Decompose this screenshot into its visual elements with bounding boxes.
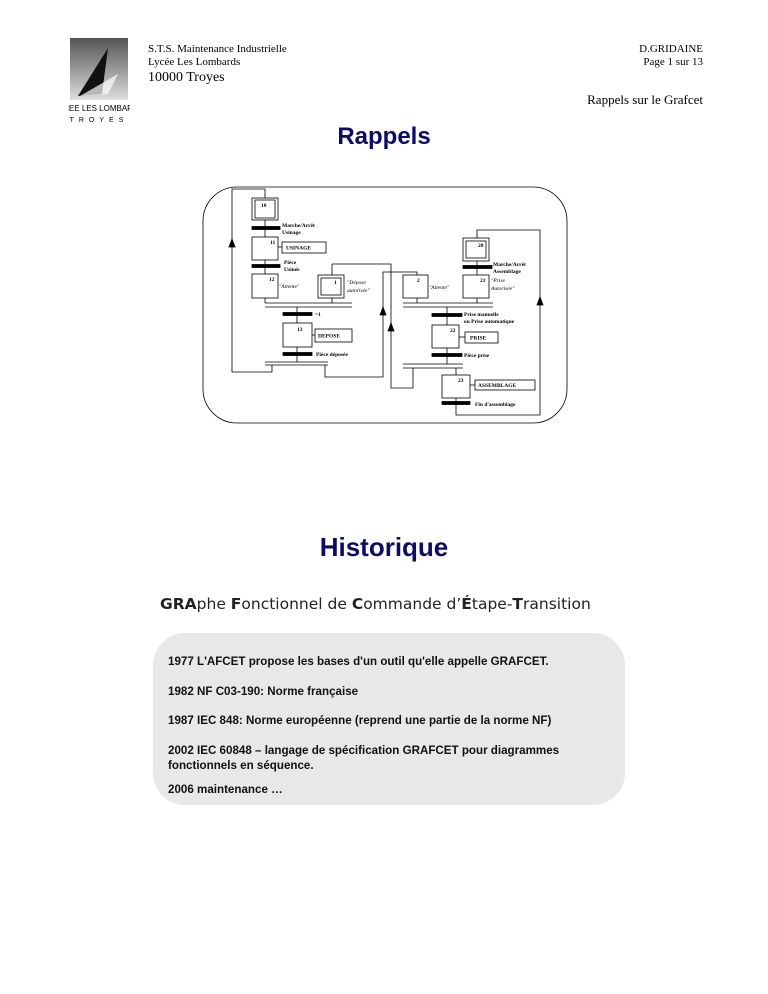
section-title-rappels: Rappels bbox=[337, 123, 431, 150]
link-line bbox=[324, 271, 418, 378]
page-number: Page 1 sur 13 bbox=[643, 56, 703, 68]
step-label: 10 bbox=[261, 203, 267, 209]
acronym-letter: F bbox=[230, 595, 242, 613]
school-line2: Lycée Les Lombards bbox=[148, 56, 241, 68]
step-10 bbox=[251, 197, 279, 221]
svg-text:LYCEE LES LOMBARDS: LYCEE LES LOMBARDS bbox=[68, 104, 130, 113]
acronym-part: ransition bbox=[523, 595, 591, 613]
transition-bar bbox=[251, 226, 281, 230]
history-item: 2006 maintenance … bbox=[168, 783, 283, 796]
receptivity: Pièce bbox=[284, 260, 297, 266]
step-label: 13 bbox=[297, 327, 303, 333]
acronym-letter: T bbox=[512, 595, 523, 613]
step-label: 22 bbox=[450, 328, 456, 334]
action-label: ASSEMBLAGE bbox=[478, 383, 517, 389]
grafcet-diagram: 10 11 12 1 13 2 20 21 22 23 USINAGE DEPO… bbox=[200, 185, 570, 425]
school-info: S.T.S. Maintenance Industrielle Lycée Le… bbox=[148, 43, 287, 86]
acronym-letter: GRA bbox=[160, 595, 197, 613]
action-assemblage bbox=[474, 379, 536, 391]
receptivity: Prise manuelle bbox=[464, 312, 499, 318]
history-item: 1987 IEC 848: Norme européenne (reprend … bbox=[168, 714, 552, 727]
action-usinage bbox=[281, 241, 327, 254]
action-depose bbox=[314, 328, 353, 343]
step-22 bbox=[431, 324, 460, 349]
receptivity: =1 bbox=[315, 312, 321, 318]
action-label: DEPOSE bbox=[318, 334, 340, 340]
receptivity: ou Prise automatique bbox=[464, 319, 515, 325]
loop-line-left bbox=[231, 188, 273, 373]
step-1 bbox=[317, 274, 345, 299]
step-comment: "Attente" bbox=[279, 284, 300, 290]
step-comment: autorisée" bbox=[347, 288, 370, 294]
svg-text:TROYES: TROYES bbox=[70, 117, 129, 124]
arrow-up-icon bbox=[536, 295, 544, 306]
grafcet-acronym: GRAphe Fonctionnel de Commande d’Étape-T… bbox=[160, 595, 591, 613]
action-label: PRISE bbox=[470, 336, 487, 342]
acronym-part: onctionnel de bbox=[241, 595, 352, 613]
history-box: 1977 L'AFCET propose les bases d'un outi… bbox=[153, 633, 625, 805]
step-label: 11 bbox=[270, 240, 275, 246]
school-logo: LYCEE LES LOMBARDS TROYES bbox=[54, 36, 144, 124]
step-comment: "Dépose bbox=[347, 280, 366, 286]
step-label: 20 bbox=[478, 243, 484, 249]
acronym-letter: É bbox=[461, 595, 472, 613]
receptivity: Pièce déposée bbox=[316, 352, 348, 358]
step-2 bbox=[402, 274, 429, 299]
author-info: D.GRIDAINE Page 1 sur 13 bbox=[639, 43, 703, 69]
diagram-frame bbox=[202, 186, 568, 424]
receptivity: Marche/Arrêt bbox=[493, 262, 526, 268]
step-comment: Autorisée" bbox=[490, 286, 515, 292]
acronym-part: phe bbox=[196, 595, 231, 613]
step-comment: "Prise bbox=[491, 278, 505, 284]
loop-line-right bbox=[455, 229, 541, 416]
history-item: 1982 NF C03-190: Norme française bbox=[168, 685, 359, 698]
acronym-letter: C bbox=[351, 595, 364, 613]
action-label: USINAGE bbox=[286, 246, 311, 252]
step-21 bbox=[462, 274, 490, 299]
receptivity: Marche/Arrêt bbox=[282, 223, 315, 229]
step-label: 12 bbox=[269, 277, 275, 283]
step-23 bbox=[441, 374, 471, 399]
receptivity: Pièce prise bbox=[464, 353, 490, 359]
section-title-historique: Historique bbox=[319, 532, 449, 562]
arrow-up-icon bbox=[387, 321, 395, 332]
history-item: 2002 IEC 60848 – langage de spécificatio… bbox=[168, 744, 560, 772]
receptivity: Usinage bbox=[282, 230, 301, 236]
step-label: 1 bbox=[334, 280, 337, 286]
history-item: 1977 L'AFCET propose les bases d'un outi… bbox=[168, 655, 549, 668]
arrow-up-icon bbox=[379, 305, 387, 316]
author: D.GRIDAINE bbox=[639, 43, 703, 55]
receptivity: Assemblage bbox=[493, 269, 521, 275]
step-label: 2 bbox=[417, 278, 420, 284]
school-line1: S.T.S. Maintenance Industrielle bbox=[148, 43, 287, 55]
acronym-part: tape- bbox=[471, 595, 513, 613]
document-subject: Rappels sur le Grafcet bbox=[587, 92, 703, 107]
action-prise bbox=[464, 331, 499, 344]
receptivity: Usinée bbox=[284, 267, 300, 273]
arrow-up-icon bbox=[228, 237, 236, 248]
receptivity: Fin d'assemblage bbox=[475, 402, 516, 408]
school-city: 10000 Troyes bbox=[148, 70, 225, 85]
step-comment: "Attente" bbox=[429, 285, 450, 291]
step-label: 23 bbox=[458, 378, 464, 384]
step-label: 21 bbox=[480, 278, 486, 284]
step-20 bbox=[462, 237, 490, 262]
acronym-part: ommande d’ bbox=[363, 595, 462, 613]
